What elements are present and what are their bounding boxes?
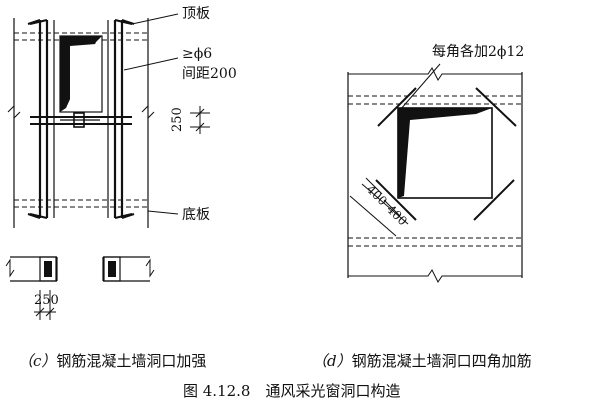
jamb-rebar-left [44, 261, 52, 277]
jamb-block-right [103, 256, 121, 282]
leader-top-slab [131, 13, 179, 25]
corner-bar-bottom-left [375, 179, 417, 221]
dim-line [365, 177, 383, 195]
diagram-c-section [5, 256, 155, 320]
rebar-hook-bottom [27, 213, 48, 219]
leader-rebar [123, 57, 179, 71]
dim-tick [195, 108, 205, 118]
caption-d-text: 钢筋混凝土墙洞口四角加筋 [351, 352, 532, 370]
break-mark-right [141, 104, 155, 120]
opening-splay-highlight [412, 116, 490, 196]
dim-line [383, 199, 401, 217]
corner-bar-top-right [475, 87, 517, 127]
corner-bar-top-left [377, 87, 417, 127]
corner-bar-bottom-right [473, 179, 515, 221]
break-line-bottom [348, 269, 522, 283]
rebar-hook-top [27, 19, 48, 25]
jamb-block-left [39, 256, 57, 282]
label-rebar-spec: ≥ϕ6 [182, 46, 212, 62]
leader-bottom-slab [147, 210, 179, 215]
break-line-top [348, 67, 522, 81]
diagram-c-elevation [7, 13, 210, 228]
figure-caption: 图 4.12.8 通风采光窗洞口构造 [183, 382, 401, 400]
diagram-d [347, 63, 523, 283]
opening-outline [397, 107, 493, 199]
rebar-hook-bottom [114, 213, 135, 219]
label-top-slab: 顶板 [182, 6, 210, 22]
break-mark-left [7, 104, 21, 120]
label-corner-bars: 每角各加2ϕ12 [432, 44, 524, 60]
dim-tick [195, 122, 205, 132]
opening-splay-highlight [70, 44, 96, 108]
caption-c: （c）钢筋混凝土墙洞口加强 [18, 350, 206, 371]
caption-d-letter: （d） [312, 352, 352, 370]
dim-line [361, 183, 409, 225]
dim-line [349, 195, 397, 237]
caption-d: （d）钢筋混凝土墙洞口四角加筋 [312, 350, 532, 371]
dim-tick [35, 307, 45, 317]
dim-tick [45, 307, 55, 317]
leader-corner-bars [399, 63, 441, 111]
opening-splay-shading [398, 108, 492, 198]
jamb-rebar-right [108, 261, 116, 277]
label-dim-250-vertical: 250 [170, 107, 185, 132]
break-mark-left [5, 258, 15, 278]
label-bottom-slab: 底板 [182, 207, 210, 223]
label-dim-250-horizontal: 250 [34, 293, 59, 308]
label-spacing: 间距200 [182, 66, 237, 82]
caption-c-letter: （c） [18, 352, 57, 370]
rebar-tie [73, 112, 85, 128]
section-opening [57, 256, 103, 282]
break-mark-right [145, 258, 155, 278]
rebar-hook-top [114, 19, 135, 25]
caption-c-text: 钢筋混凝土墙洞口加强 [56, 352, 207, 370]
